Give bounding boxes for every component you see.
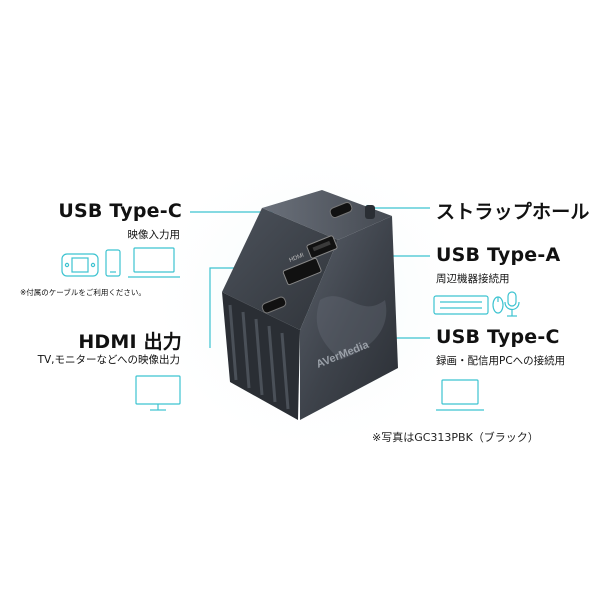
device-ports: HDMI (261, 201, 353, 314)
left-device-icons (61, 247, 180, 278)
microphone-icon (504, 291, 520, 317)
device-right-face (300, 216, 398, 420)
game-console-icon (61, 253, 99, 277)
mouse-icon (492, 296, 504, 314)
device-top (262, 190, 392, 240)
photo-caption: ※写真はGC313PBK（ブラック） (372, 431, 539, 444)
port-usbc-bottom (261, 296, 287, 314)
usbc-right-title: USB Type-C (436, 326, 560, 348)
laptop-icon-right (436, 379, 484, 411)
port-usbc-top (329, 201, 353, 219)
usbc-right-sub: 録画・配信用PCへの接続用 (436, 355, 566, 367)
phone-icon (105, 249, 121, 277)
hdmi-title: HDMI 出力 (78, 331, 182, 353)
strap-title: ストラップホール (436, 201, 590, 223)
hdmi-sub: TV,モニターなどへの映像出力 (37, 354, 180, 366)
usba-title: USB Type-A (436, 244, 561, 266)
usbc-left-note: ※付属のケーブルをご利用ください。 (20, 288, 146, 297)
port-hdmi-label: HDMI (289, 252, 306, 263)
device-front-face (222, 208, 338, 330)
laptop-icon (128, 247, 180, 278)
strap-hole (365, 205, 375, 219)
keyboard-icon (433, 295, 489, 315)
device-ribs (228, 304, 290, 410)
right-peripheral-icons (433, 291, 520, 317)
capture-device: AVerMedia HDMI (222, 190, 398, 420)
device-left-side (222, 292, 300, 420)
usba-sub: 周辺機器接続用 (436, 273, 510, 285)
device-texture (316, 296, 387, 360)
usbc-left-sub: 映像入力用 (127, 229, 181, 241)
monitor-icon (135, 375, 181, 411)
port-hdmi (282, 257, 322, 286)
usbc-left-title: USB Type-C (58, 200, 182, 222)
